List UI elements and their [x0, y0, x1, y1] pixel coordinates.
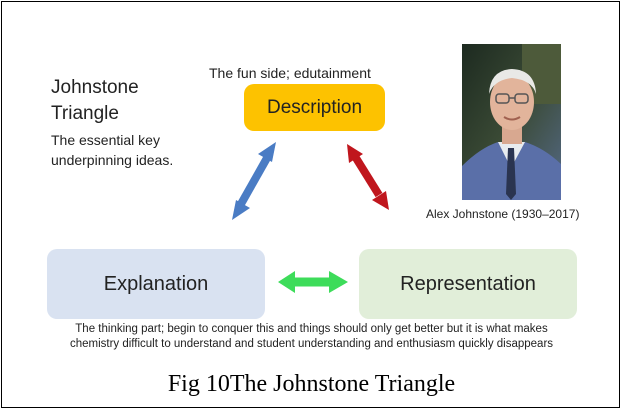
- explanation-annotation-line-1: The thinking part; begin to conquer this…: [75, 323, 548, 335]
- description-node: Description: [244, 84, 385, 131]
- slide-title-line-1: Johnstone: [51, 77, 139, 98]
- connector-arrows: [232, 142, 389, 293]
- figure-caption: Fig 10The Johnstone Triangle: [167, 371, 456, 397]
- slide-subtitle-line-2: underpinning ideas.: [51, 152, 174, 168]
- slide-title-line-2: Triangle: [51, 103, 119, 124]
- photo-caption: Alex Johnstone (1930–2017): [426, 207, 580, 221]
- portrait-photo: [462, 44, 561, 200]
- representation-node: Representation: [359, 249, 577, 319]
- slide-subtitle-line-1: The essential key: [51, 132, 160, 148]
- arrow-head-down-icon: [372, 191, 389, 210]
- arrow-head-down-icon: [232, 200, 250, 220]
- explanation-description-arrow-shaft: [237, 156, 271, 206]
- arrow-head-left-icon: [278, 271, 295, 293]
- description-annotation: The fun side; edutainment: [209, 65, 371, 81]
- arrow-head-right-icon: [329, 271, 348, 293]
- arrow-head-up-icon: [347, 144, 363, 163]
- slide: Johnstone Triangle The essential key und…: [2, 2, 619, 352]
- arrow-head-up-icon: [258, 142, 276, 162]
- explanation-annotation-line-2: chemistry difficult to understand and st…: [69, 338, 554, 350]
- explanation-node: Explanation: [47, 249, 265, 319]
- description-representation-arrow-shaft: [352, 155, 383, 198]
